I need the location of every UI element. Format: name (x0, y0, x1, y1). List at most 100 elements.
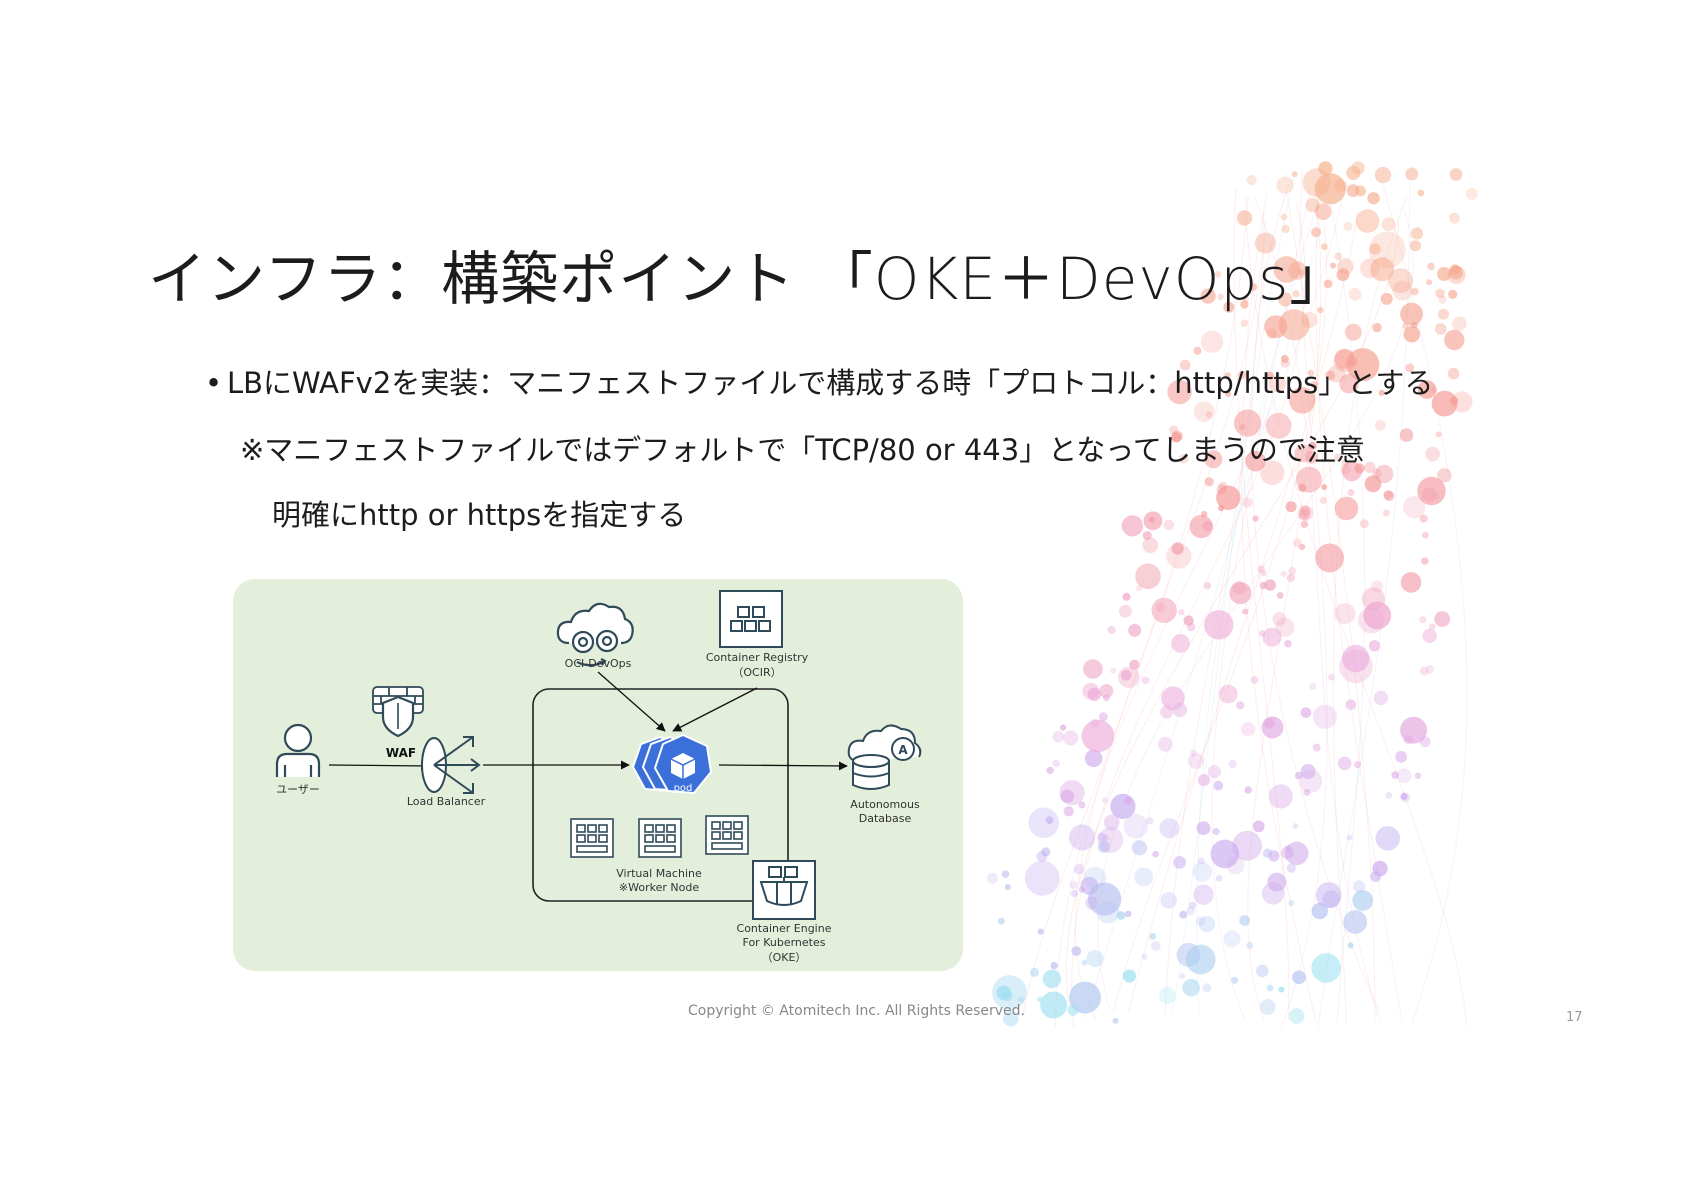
decorative-bubble (1352, 880, 1366, 893)
decorative-bubble (1304, 450, 1319, 464)
decorative-bubble (1334, 252, 1343, 261)
decorative-bubble (1373, 690, 1389, 706)
decorative-bubble (1388, 268, 1413, 294)
decorative-bubble (1298, 543, 1306, 551)
pod-label: pod (674, 783, 693, 794)
decorative-bubble (1171, 432, 1182, 443)
decorative-bubble (1437, 468, 1452, 483)
load-balancer-icon (421, 736, 481, 794)
note-line-2: 明確にhttp or httpsを指定する (272, 498, 687, 532)
decorative-bubble (1099, 684, 1114, 699)
vm-worker-icon-2 (638, 818, 682, 858)
decorative-bubble (1128, 623, 1142, 637)
decorative-bubble (1447, 367, 1460, 380)
decorative-bubble (1312, 704, 1337, 729)
decorative-bubble (1336, 268, 1350, 281)
vm-worker-icon-3 (705, 815, 749, 855)
decorative-bubble (1160, 892, 1177, 909)
decorative-bubble (1437, 267, 1452, 281)
decorative-bubble (1438, 295, 1447, 304)
decorative-bubble (1414, 772, 1422, 779)
decorative-bubble (1400, 792, 1408, 801)
decorative-strand (1315, 199, 1403, 1025)
oke-container-engine-icon (752, 860, 816, 920)
decorative-bubble (1202, 983, 1212, 993)
decorative-bubble (1305, 197, 1320, 213)
decorative-bubble (1314, 173, 1346, 205)
decorative-bubble (1197, 857, 1205, 865)
decorative-bubble (1203, 582, 1212, 590)
devops-label: OCI-DevOps (565, 657, 632, 670)
decorative-bubble (1419, 514, 1428, 523)
container-registry-icon (719, 590, 783, 648)
decorative-strand (1247, 181, 1322, 1020)
adb-label-line1: Autonomous (850, 798, 920, 811)
decorative-bubble (1070, 889, 1079, 898)
decorative-bubble (1444, 329, 1465, 351)
decorative-bubble (1252, 820, 1265, 833)
decorative-bubble (1288, 1008, 1305, 1024)
decorative-bubble (1280, 570, 1287, 578)
decorative-bubble (1303, 788, 1311, 796)
decorative-bubble (1122, 969, 1136, 983)
decorative-bubble (1280, 358, 1290, 368)
connector-registry-to-pod (672, 687, 758, 732)
decorative-bubble (1244, 786, 1252, 794)
decorative-bubble (1391, 771, 1399, 779)
decorative-bubble (1425, 665, 1435, 674)
decorative-bubble (1315, 882, 1342, 908)
decorative-bubble (1195, 916, 1206, 926)
decorative-bubble (1307, 369, 1315, 377)
decorative-bubble (1149, 932, 1157, 940)
decorative-bubble (1182, 978, 1200, 997)
decorative-bubble (1229, 582, 1252, 605)
decorative-bubble (1159, 818, 1180, 839)
decorative-bubble (1179, 359, 1191, 371)
decorative-bubble (1419, 616, 1427, 623)
decorative-bubble (1240, 721, 1256, 737)
decorative-bubble (1280, 354, 1289, 363)
decorative-bubble (1395, 751, 1408, 763)
decorative-bubble (1196, 821, 1211, 835)
decorative-bubble (1217, 293, 1224, 301)
decorative-bubble (1088, 882, 1122, 916)
decorative-bubble (1280, 213, 1288, 221)
decorative-bubble (1178, 453, 1189, 464)
decorative-bubble (1179, 973, 1186, 980)
decorative-bubble (1188, 901, 1197, 909)
decorative-bubble (1288, 567, 1297, 575)
decorative-bubble (1384, 490, 1395, 502)
decorative-bubble (1334, 496, 1359, 521)
decorative-bubble (1400, 302, 1423, 326)
decorative-bubble (1334, 603, 1356, 624)
decorative-bubble (1090, 718, 1100, 728)
decorative-bubble (1171, 634, 1190, 653)
decorative-bubble (1257, 565, 1265, 574)
decorative-bubble (1311, 902, 1329, 920)
decorative-bubble (1321, 243, 1328, 251)
decorative-bubble (1082, 682, 1100, 700)
decorative-bubble (1347, 488, 1355, 497)
decorative-bubble (1355, 209, 1380, 233)
decorative-bubble (1345, 699, 1357, 710)
decorative-bubble (1078, 886, 1085, 893)
decorative-bubble (1120, 669, 1132, 681)
decorative-bubble (1378, 389, 1385, 396)
decorative-bubble (1028, 807, 1059, 839)
decorative-bubble (1449, 396, 1459, 405)
decorative-bubble (1202, 520, 1213, 532)
decorative-bubble (1435, 431, 1442, 438)
decorative-bubble (1405, 363, 1415, 373)
decorative-bubble (1317, 306, 1324, 314)
decorative-bubble (1285, 501, 1297, 513)
decorative-bubble (1292, 823, 1299, 830)
decorative-bubble (1260, 460, 1285, 485)
decorative-bubble (1161, 686, 1185, 710)
decorative-bubble (1097, 832, 1107, 842)
decorative-bubble (1370, 257, 1395, 282)
decorative-bubble (1098, 712, 1108, 722)
decorative-bubble (1342, 644, 1370, 673)
decorative-bubble (1240, 300, 1249, 309)
decorative-bubble (1239, 915, 1251, 926)
decorative-bubble (1396, 768, 1412, 783)
